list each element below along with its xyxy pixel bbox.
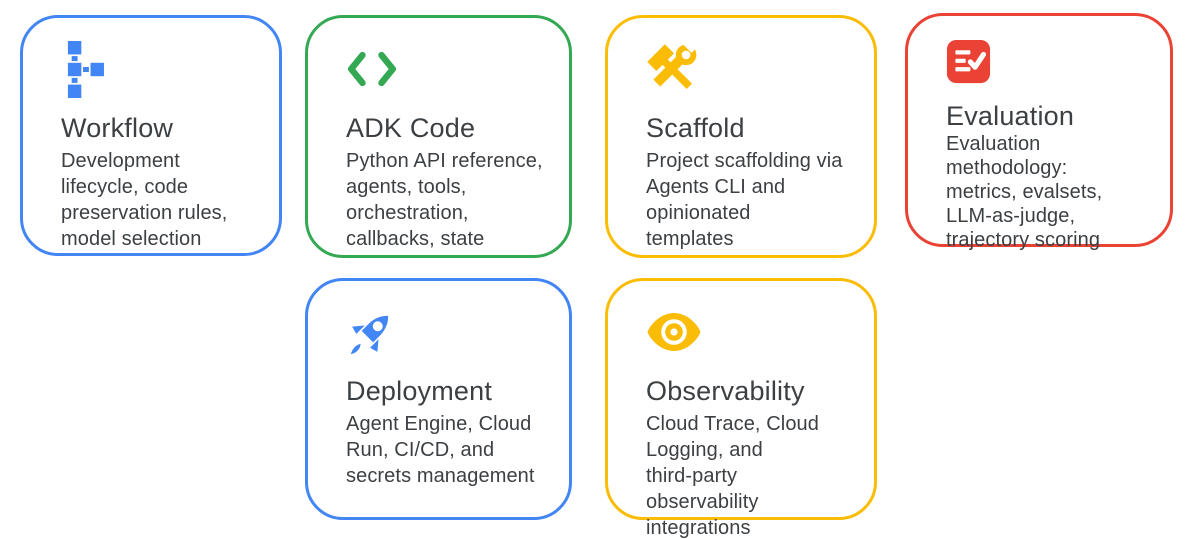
card-description: Project scaffolding via Agents CLI and o…: [646, 150, 843, 250]
card-title: Workflow: [61, 113, 174, 143]
checklist-check-icon: [946, 39, 991, 83]
card-description: Python API reference, agents, tools, orc…: [346, 150, 543, 250]
workflow-tree-icon: [67, 40, 104, 98]
card-evaluation: Evaluation Evaluation methodology: metri…: [905, 13, 1173, 251]
card-title: Deployment: [346, 376, 493, 406]
hammer-wrench-icon: [647, 43, 698, 90]
card-observability: Observability Cloud Trace, Cloud Logging…: [605, 278, 877, 539]
card-description: Cloud Trace, Cloud Logging, and third-pa…: [646, 413, 820, 539]
card-title: Evaluation: [946, 101, 1075, 131]
card-workflow: Workflow Development lifecycle, code pre…: [20, 15, 282, 256]
card-deployment: Deployment Agent Engine, Cloud Run, CI/C…: [305, 278, 572, 520]
card-description: Agent Engine, Cloud Run, CI/CD, and secr…: [346, 413, 535, 487]
scaffold-icon-row: [646, 40, 854, 98]
workflow-icon-row: [61, 40, 259, 98]
adk-icon-row: [346, 40, 549, 98]
rocket-icon: [350, 315, 389, 355]
card-scaffold: Scaffold Project scaffolding via Agents …: [605, 15, 877, 258]
card-title: Observability: [646, 376, 805, 406]
card-adk-code: ADK Code Python API reference, agents, t…: [305, 15, 572, 258]
card-description: Development lifecycle, code preservation…: [61, 150, 228, 250]
card-title: Scaffold: [646, 113, 745, 143]
code-brackets-icon: [347, 51, 397, 87]
evaluation-icon-row: [946, 38, 1150, 84]
deployment-icon-row: [346, 303, 549, 361]
observability-icon-row: [646, 303, 854, 361]
card-description: Evaluation methodology: metrics, evalset…: [946, 133, 1103, 251]
eye-icon: [647, 313, 701, 351]
card-title: ADK Code: [346, 113, 476, 143]
